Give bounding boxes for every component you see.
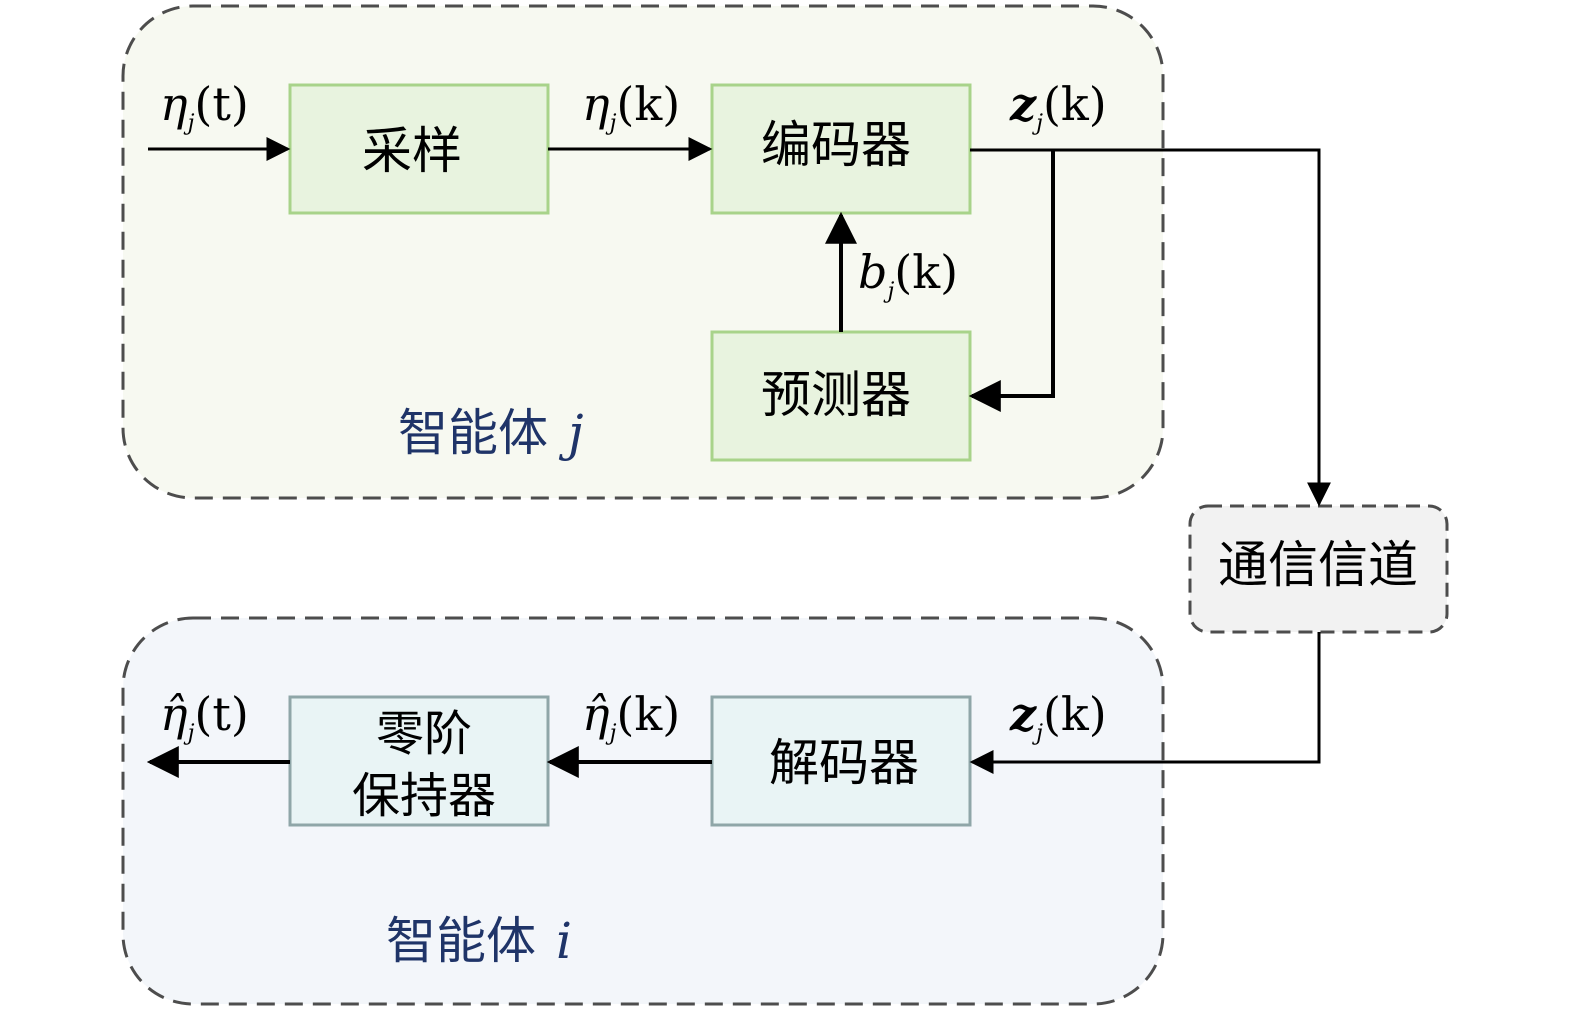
- signal-estimate-t-label: η̂j(t): [160, 687, 249, 746]
- zoh-block-label-line2: 保持器: [352, 768, 496, 824]
- signal-estimate-k-label: η̂j(k): [582, 687, 680, 746]
- predictor-block-label: 预测器: [761, 366, 911, 424]
- zoh-block-label-line1: 零阶: [376, 706, 472, 762]
- encoder-block-label: 编码器: [761, 116, 911, 174]
- sample-block-label: 采样: [362, 122, 462, 180]
- arrow-encoder-to-channel: [970, 148, 1331, 507]
- channel-label: 通信信道: [1218, 536, 1418, 594]
- agent-i-container: [121, 616, 1165, 1006]
- decoder-block-label: 解码器: [769, 734, 919, 792]
- signal-input-label: ηj(t): [160, 77, 249, 136]
- signal-prediction-label: bj(k): [858, 245, 958, 304]
- sample-block: [288, 83, 550, 215]
- signal-received-label: zj(k): [1009, 687, 1107, 746]
- arrow-channel-to-decoder: [969, 632, 1321, 774]
- signal-encoded-label: zj(k): [1009, 77, 1107, 136]
- signal-sampled-label: ηj(k): [582, 77, 680, 136]
- decoder-block: [710, 695, 972, 827]
- arrow-encoder-to-predictor: [968, 150, 1055, 412]
